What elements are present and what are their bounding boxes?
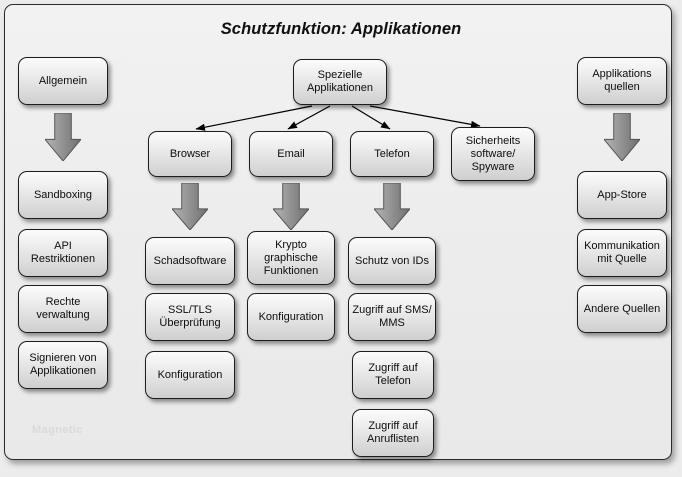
down-arrow-email	[273, 183, 309, 230]
node-zugriff-auf-telefon[interactable]: Zugriff auf Telefon	[352, 351, 434, 399]
node-zugriff-auf-sms-mms[interactable]: Zugriff auf SMS/ MMS	[348, 293, 436, 341]
page-title: Schutzfunktion: Applikationen	[220, 20, 462, 38]
node-sandboxing[interactable]: Sandboxing	[18, 171, 108, 219]
node-ssl-tls-ueberpruefung[interactable]: SSL/TLS Überprüfung	[145, 293, 235, 341]
node-spezielle-applikationen[interactable]: Spezielle Applikationen	[293, 59, 387, 105]
node-sicherheits-software-spyware[interactable]: Sicherheits software/ Spyware	[451, 127, 535, 181]
node-schutz-von-ids[interactable]: Schutz von IDs	[348, 237, 436, 285]
down-arrow-telefon	[374, 183, 410, 230]
node-konfiguration[interactable]: Konfiguration	[247, 293, 335, 341]
node-signieren-von-applikationen[interactable]: Signieren von Applikationen	[18, 341, 108, 389]
node-app-store[interactable]: App-Store	[577, 171, 667, 219]
watermark: Magnetic	[32, 424, 83, 436]
node-zugriff-auf-anruflisten[interactable]: Zugriff auf Anruflisten	[352, 409, 434, 457]
node-telefon[interactable]: Telefon	[350, 131, 434, 177]
node-allgemein[interactable]: Allgemein	[18, 57, 108, 105]
node-email[interactable]: Email	[249, 131, 333, 177]
down-arrow-allgemein	[45, 113, 81, 161]
node-krypto-graphische-funktionen[interactable]: Krypto graphische Funktionen	[247, 231, 335, 285]
down-arrow-browser	[172, 183, 208, 230]
node-konfiguration[interactable]: Konfiguration	[145, 351, 235, 399]
node-api-restriktionen[interactable]: API Restriktionen	[18, 229, 108, 277]
node-rechte-verwaltung[interactable]: Rechte verwaltung	[18, 285, 108, 333]
down-arrow-applikationsquellen	[604, 113, 640, 161]
node-browser[interactable]: Browser	[148, 131, 232, 177]
node-andere-quellen[interactable]: Andere Quellen	[577, 285, 667, 333]
node-applikations-quellen[interactable]: Applikations quellen	[577, 57, 667, 105]
node-schadsoftware[interactable]: Schadsoftware	[145, 237, 235, 285]
node-kommunikation-mit-quelle[interactable]: Kommunikation mit Quelle	[577, 229, 667, 277]
